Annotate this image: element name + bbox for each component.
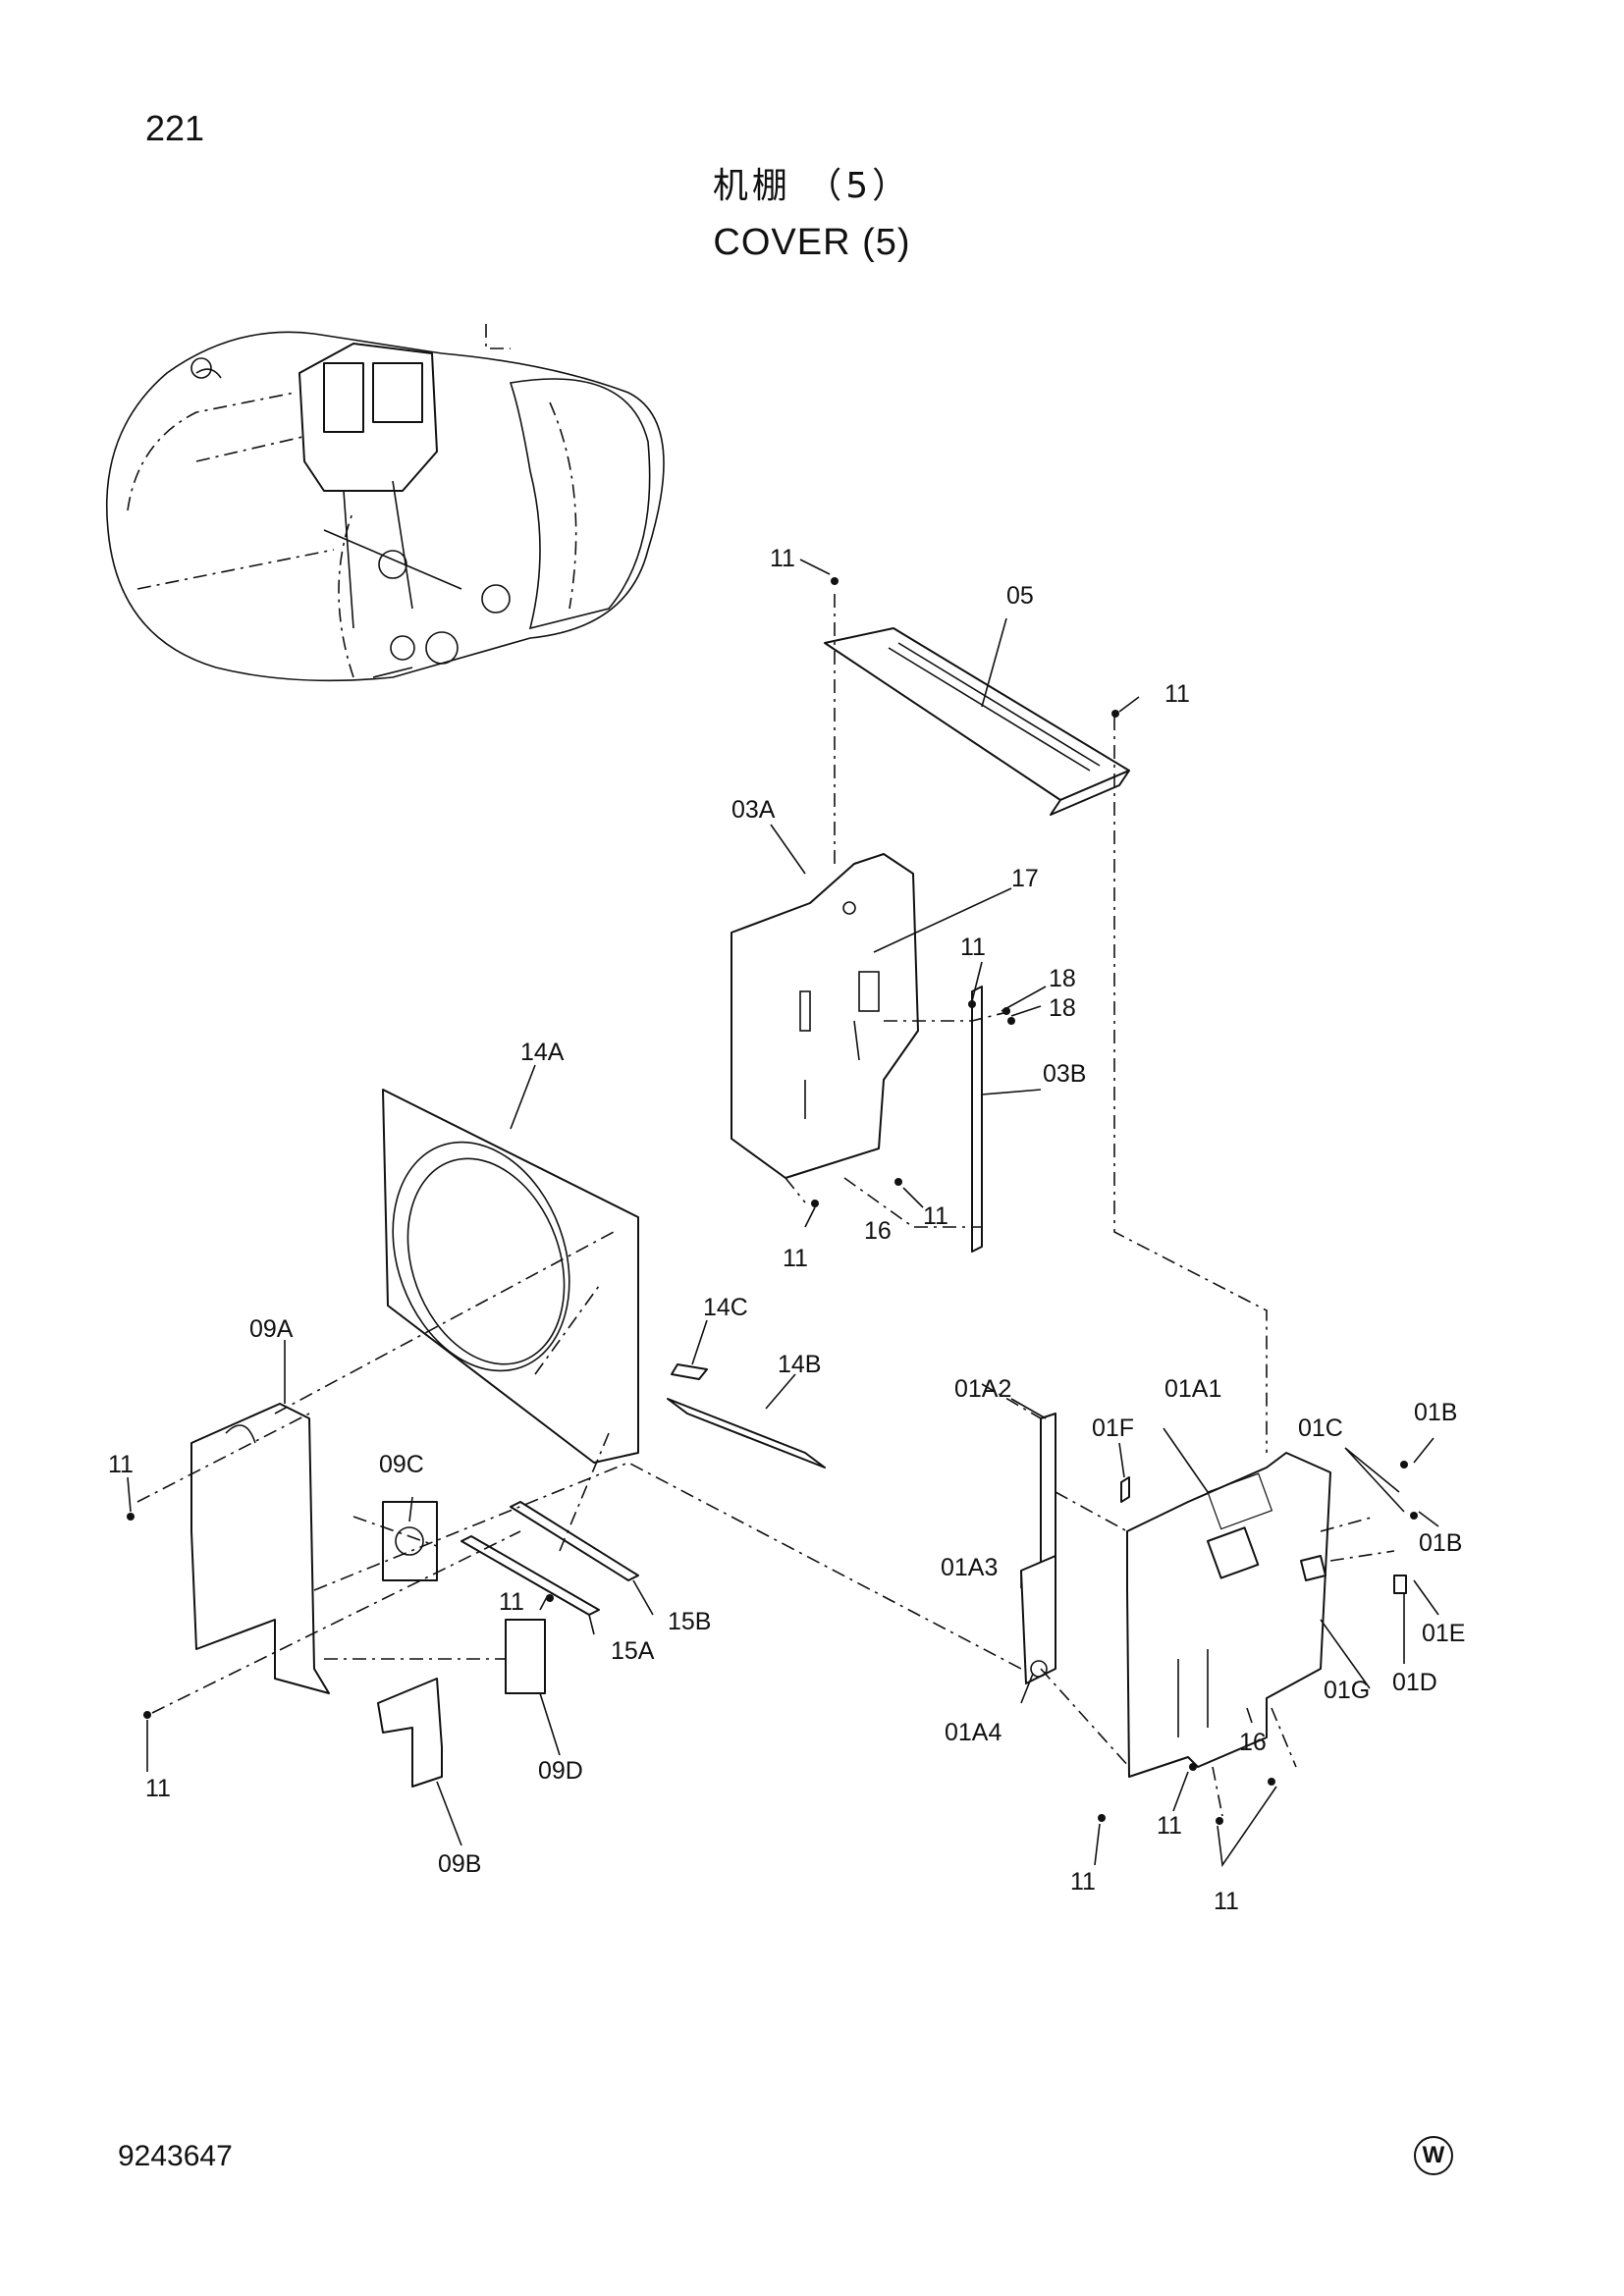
callout-09B: 09B [438, 1850, 481, 1878]
footer-logo-mark: W [1414, 2136, 1453, 2175]
machine-overview-illustration [105, 324, 665, 682]
callout-11: 11 [923, 1202, 948, 1230]
part-14B-seal [667, 1398, 826, 1468]
part-09B-bracket [377, 1678, 443, 1788]
callout-01C: 01C [1298, 1415, 1343, 1442]
callout-01B: 01B [1419, 1529, 1462, 1557]
callout-03A: 03A [731, 796, 776, 824]
part-05-top-plate [824, 627, 1130, 816]
part-01G-bracket [1300, 1555, 1326, 1581]
part-01A-side-panel [1126, 1452, 1331, 1778]
part-01A2-strip [1020, 1413, 1056, 1684]
callout-11: 11 [1070, 1868, 1096, 1896]
part-15B-strip [510, 1501, 639, 1581]
callout-01F: 01F [1092, 1415, 1134, 1442]
callout-11: 11 [783, 1245, 808, 1272]
callout-01B: 01B [1414, 1399, 1457, 1426]
callout-11: 11 [1214, 1888, 1239, 1915]
callout-17: 17 [1011, 865, 1039, 892]
callout-03B: 03B [1043, 1060, 1086, 1088]
callout-11: 11 [1157, 1812, 1182, 1840]
title-chinese: 机棚 （5） [712, 166, 912, 206]
callout-14C: 14C [703, 1294, 748, 1321]
callout-01E: 01E [1422, 1620, 1465, 1647]
page-number: 221 [145, 108, 205, 148]
part-15A-strip [460, 1535, 600, 1616]
callout-11: 11 [145, 1775, 171, 1802]
callout-11: 11 [1164, 680, 1190, 708]
part-14C-clip [671, 1363, 708, 1380]
callout-15A: 15A [611, 1637, 655, 1665]
callout-11: 11 [960, 934, 986, 961]
part-09D-pad [505, 1619, 546, 1694]
callout-14B: 14B [778, 1351, 821, 1378]
assembly-guide-lines [136, 594, 1395, 1817]
leader-lines [127, 559, 1439, 1868]
page-title: 机棚 （5） COVER (5) [0, 157, 1624, 264]
drawing-number: 9243647 [118, 2140, 233, 2172]
callout-11: 11 [499, 1588, 524, 1616]
part-callouts: 11 05 11 03A 17 11 18 18 03B 14A 11 16 1… [108, 545, 1465, 1915]
part-01F-clip [1120, 1476, 1130, 1503]
callout-01A4: 01A4 [945, 1719, 1001, 1746]
callout-18: 18 [1049, 994, 1076, 1022]
callout-16: 16 [1239, 1729, 1267, 1756]
callout-01D: 01D [1392, 1669, 1437, 1696]
callout-01A1: 01A1 [1164, 1375, 1221, 1403]
callout-09A: 09A [249, 1315, 294, 1343]
callout-16: 16 [864, 1217, 892, 1245]
part-09A-panel [190, 1403, 330, 1694]
callout-01A2: 01A2 [954, 1375, 1011, 1403]
callout-05: 05 [1006, 582, 1034, 610]
callout-18: 18 [1049, 965, 1076, 992]
title-english: COVER (5) [713, 222, 911, 263]
callout-01A3: 01A3 [941, 1554, 998, 1581]
callout-11: 11 [770, 545, 795, 572]
part-03A-panel [731, 853, 919, 1179]
callout-01G: 01G [1324, 1677, 1370, 1704]
callout-15B: 15B [668, 1608, 711, 1635]
part-14A-shroud [382, 1089, 639, 1464]
callout-11: 11 [108, 1451, 134, 1478]
callout-09D: 09D [538, 1757, 583, 1785]
part-03B-strip [971, 986, 983, 1253]
callout-09C: 09C [379, 1451, 424, 1478]
part-01D-clip [1393, 1575, 1407, 1594]
callout-14A: 14A [520, 1039, 565, 1066]
